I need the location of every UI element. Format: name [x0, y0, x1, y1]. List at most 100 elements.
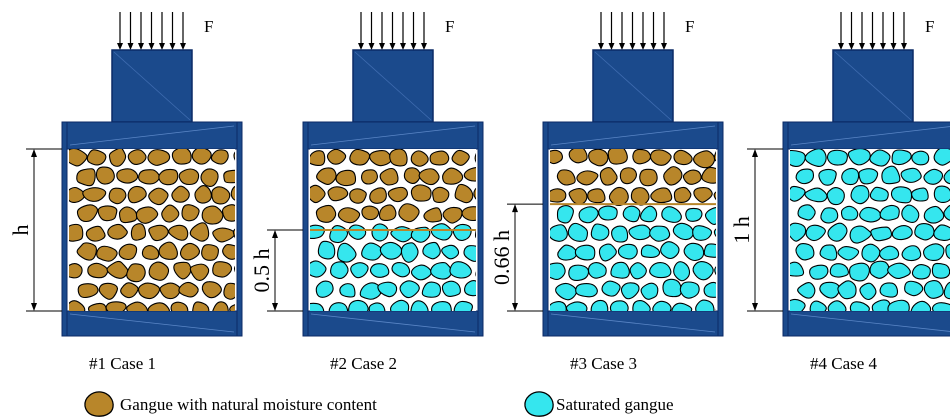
- natural-gangue-stone: [713, 191, 716, 201]
- saturated-gangue-stone: [557, 244, 578, 261]
- saturated-gangue-stone: [804, 187, 828, 203]
- force-arrowhead-1-5: [159, 43, 165, 50]
- saturated-gangue-stone: [310, 260, 327, 278]
- force-arrowhead-4-4: [869, 43, 876, 50]
- natural-gangue-stone: [147, 302, 170, 311]
- saturated-gangue-stone: [453, 300, 473, 311]
- saturated-gangue-stone: [672, 222, 694, 241]
- natural-gangue-stone: [632, 149, 652, 165]
- saturated-gangue-stone: [441, 244, 460, 260]
- natural-gangue-stone: [98, 282, 118, 300]
- saturated-gangue-stone: [587, 261, 607, 279]
- natural-gangue-stone: [701, 166, 716, 184]
- saturated-gangue-stone: [610, 261, 630, 279]
- saturated-gangue-stone: [390, 299, 410, 311]
- natural-gangue-stone: [229, 304, 235, 311]
- natural-gangue-stone: [361, 205, 380, 221]
- saturated-gangue-stone: [391, 261, 411, 278]
- force-label-3: F: [685, 17, 694, 36]
- natural-gangue-stone: [713, 151, 716, 162]
- natural-gangue-stone: [310, 184, 326, 204]
- saturated-gangue-stone: [933, 224, 950, 241]
- natural-gangue-stone: [148, 224, 169, 242]
- natural-gangue-stone: [138, 169, 160, 185]
- force-arrowhead-2-6: [410, 43, 417, 50]
- saturated-gangue-stone: [464, 280, 476, 297]
- saturated-gangue-stone: [945, 243, 950, 260]
- base-plate-hatch-4: [790, 313, 950, 332]
- natural-gangue-stone: [230, 185, 235, 201]
- piston-hatch-2: [354, 51, 432, 121]
- dimension-arrow-top-4: [752, 149, 758, 157]
- legend-saturated-label: Saturated gangue: [556, 395, 674, 414]
- force-label-1: F: [204, 17, 213, 36]
- saturated-gangue-stone: [911, 264, 931, 280]
- natural-gangue-stone: [587, 188, 606, 204]
- natural-gangue-stone: [171, 185, 190, 203]
- height-dimension-4: [747, 148, 783, 312]
- saturated-gangue-stone: [590, 299, 609, 311]
- saturated-gangue-stone: [914, 223, 935, 241]
- saturated-gangue-stone: [632, 299, 651, 311]
- base-plate-4: [787, 310, 950, 337]
- saturated-gangue-stone: [869, 149, 891, 167]
- base-plate-hatch-3: [550, 313, 716, 333]
- natural-gangue-stone: [200, 168, 219, 187]
- saturated-gangue-stone: [790, 185, 806, 202]
- saturated-gangue-stone: [575, 283, 598, 298]
- saturated-gangue-stone: [869, 260, 890, 279]
- vessel-4: [782, 121, 950, 337]
- natural-gangue-stone: [649, 149, 672, 166]
- natural-gangue-stone: [126, 263, 146, 283]
- force-arrowhead-2-3: [379, 43, 385, 50]
- natural-gangue-stone: [116, 168, 139, 184]
- height-label-2: 0.5 h: [249, 249, 274, 293]
- saturated-gangue-stone: [826, 187, 845, 206]
- saturated-gangue-stone: [379, 241, 403, 260]
- saturated-gangue-stone: [315, 280, 334, 298]
- vessel-left-wall-1: [61, 121, 68, 337]
- natural-gangue-stone: [556, 169, 576, 186]
- saturated-gangue-stone: [692, 225, 713, 241]
- saturated-gangue-stone: [943, 281, 950, 300]
- saturated-gangue-stone: [850, 184, 870, 205]
- saturated-gangue-stone: [933, 185, 950, 204]
- saturated-gangue-stone: [348, 224, 367, 240]
- saturated-gangue-stone: [330, 261, 349, 280]
- saturated-gangue-stone: [555, 282, 578, 301]
- saturated-gangue-stone: [887, 299, 910, 311]
- base-plate-hatch-2: [310, 313, 476, 333]
- force-arrowhead-1-4: [148, 43, 155, 50]
- saturated-gangue-stone: [679, 281, 700, 299]
- natural-gangue-stone: [148, 261, 170, 281]
- height-label-1: h: [8, 225, 33, 236]
- saturated-gangue-stone: [879, 282, 899, 298]
- saturated-gangue-stone: [609, 300, 629, 311]
- saturated-gangue-stone: [797, 204, 816, 221]
- saturated-gangue-stone: [923, 168, 944, 185]
- saturated-gangue-stone: [574, 244, 596, 261]
- natural-gangue-stone: [442, 167, 464, 185]
- force-arrowhead-3-7: [661, 43, 667, 50]
- natural-gangue-stone: [369, 187, 387, 204]
- saturated-gangue-stone: [795, 243, 815, 261]
- force-arrows-4: [838, 12, 907, 50]
- saturated-gangue-stone: [881, 165, 901, 185]
- natural-gangue-stone: [379, 167, 399, 186]
- natural-gangue-stone: [432, 186, 450, 203]
- saturated-gangue-stone: [943, 204, 950, 221]
- saturated-gangue-stone: [550, 301, 567, 311]
- force-arrowhead-1-1: [117, 43, 123, 50]
- natural-gangue-stone: [137, 282, 161, 300]
- saturated-gangue-stone: [943, 169, 950, 185]
- saturated-gangue-stone: [890, 186, 913, 204]
- height-dimension-3: [507, 203, 543, 312]
- force-arrowhead-3-4: [629, 43, 636, 50]
- gangue-fill-4: [790, 149, 950, 311]
- saturated-gangue-stone: [849, 301, 870, 311]
- vessel-3: [542, 121, 724, 337]
- saturated-gangue-stone: [463, 245, 476, 262]
- natural-gangue-stone: [673, 149, 693, 166]
- natural-gangue-stone: [212, 261, 233, 278]
- saturated-gangue-stone: [795, 168, 815, 185]
